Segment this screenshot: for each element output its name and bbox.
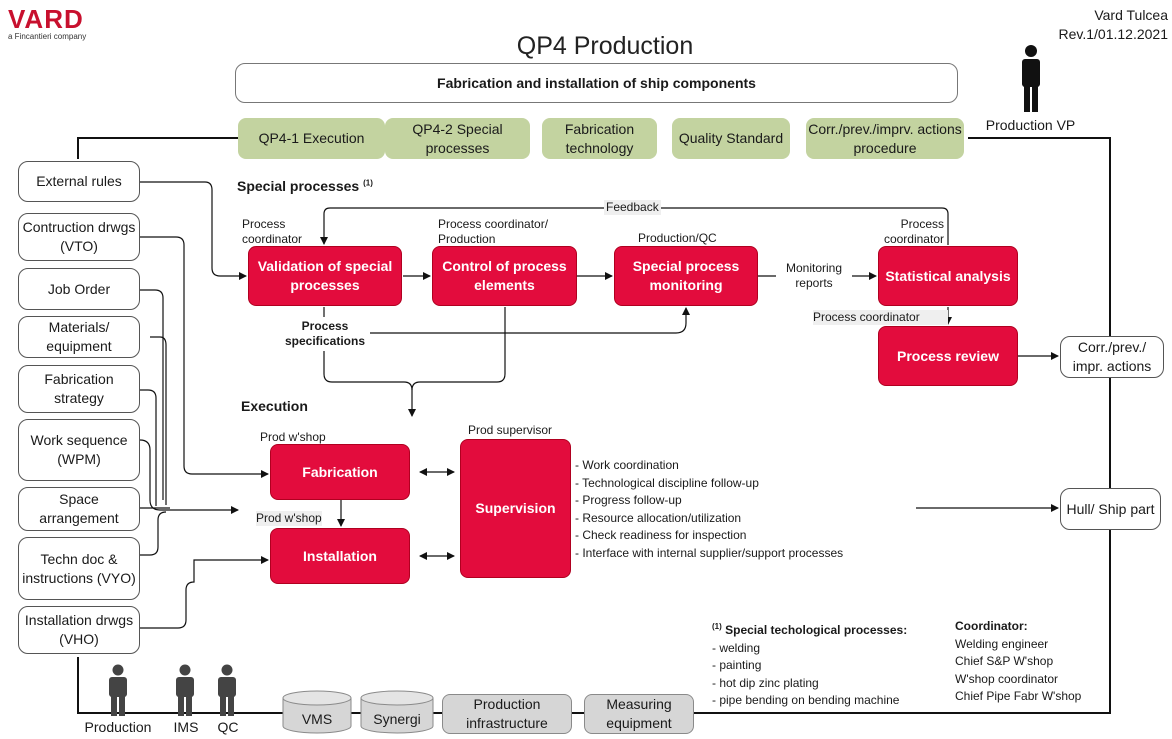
page-title: QP4 Production xyxy=(516,31,694,60)
special-processes-label: Special processes (1) xyxy=(237,178,373,194)
task-item: - Resource allocation/utilization xyxy=(575,510,742,525)
person-icon xyxy=(105,664,131,716)
coordinator-item: W'shop coordinator xyxy=(955,671,1059,686)
role-review: Process coordinator xyxy=(813,310,948,325)
header-meta: Vard Tulcea Rev.1/01.12.2021 xyxy=(960,6,1169,44)
footnote-special-processes: (1) Special techological processes: - we… xyxy=(712,618,947,710)
role-monitoring: Production/QC xyxy=(638,231,717,245)
footnote-item: - pipe bending on bending machine xyxy=(712,693,900,707)
footnote-coordinators: Coordinator: Welding engineer Chief S&P … xyxy=(955,618,1115,706)
output-corrective-actions: Corr./prev./ impr. actions xyxy=(1060,336,1164,378)
role-control: Process coordinator/ Production xyxy=(438,217,549,246)
task-item: - Interface with internal supplier/suppo… xyxy=(575,545,844,560)
input-job-order: Job Order xyxy=(18,268,140,310)
task-item: - Progress follow-up xyxy=(575,493,682,507)
execution-label: Execution xyxy=(241,398,308,414)
feedback-label: Feedback xyxy=(604,200,661,215)
vard-logo: VARD a Fincantieri company xyxy=(8,4,118,41)
role-supervision: Prod supervisor xyxy=(468,423,553,437)
output-hull-ship-part: Hull/ Ship part xyxy=(1060,488,1161,530)
footnote-item: - painting xyxy=(712,658,762,672)
input-external-rules: External rules xyxy=(18,161,140,202)
task-item: - Work coordination xyxy=(575,458,679,472)
resource-production-infrastructure: Production infrastructure xyxy=(442,694,572,734)
input-technical-documentation: Techn doc & instructions (VYO) xyxy=(18,537,140,600)
coordinator-item: Welding engineer xyxy=(955,636,1049,651)
role-fabrication: Prod w'shop xyxy=(260,430,326,444)
task-item: - Check readiness for inspection xyxy=(575,528,747,542)
input-work-sequence: Work sequence (WPM) xyxy=(18,419,140,481)
resource-measuring-equipment: Measuring equipment xyxy=(584,694,694,734)
database-icon xyxy=(360,690,434,734)
reference-fabrication-technology: Fabrication technology xyxy=(542,118,657,159)
site-name: Vard Tulcea xyxy=(1094,7,1168,23)
supervision-box: Supervision xyxy=(460,439,571,578)
database-icon xyxy=(282,690,352,734)
supervision-tasks: - Work coordination - Technological disc… xyxy=(575,457,843,562)
person-icon xyxy=(172,664,198,716)
footnote-item: - hot dip zinc plating xyxy=(712,675,819,690)
footnote-item: - welding xyxy=(712,640,761,655)
validation-box: Validation of special processes xyxy=(248,246,402,306)
monitoring-box: Special process monitoring xyxy=(614,246,758,306)
input-construction-drawings: Contruction drwgs (VTO) xyxy=(18,213,140,261)
logo-subtitle: a Fincantieri company xyxy=(8,32,87,41)
scope-banner: Fabrication and installation of ship com… xyxy=(235,63,958,103)
reference-qp4-2: QP4-2 Special processes xyxy=(385,118,530,159)
role-statistical: Process coordinator xyxy=(883,217,944,246)
input-materials-equipment: Materials/ equipment xyxy=(18,316,140,358)
reference-corrective-actions: Corr./prev./imprv. actions procedure xyxy=(806,118,964,159)
special-processes-footnote-ref: (1) xyxy=(363,178,373,188)
reference-qp4-1: QP4-1 Execution xyxy=(238,118,385,159)
footnote-ref: (1) xyxy=(712,622,722,631)
special-processes-title: Special processes xyxy=(237,178,360,194)
role-ims: IMS xyxy=(168,717,204,737)
logo-text: VARD xyxy=(8,4,84,34)
control-box: Control of process elements xyxy=(432,246,577,306)
input-space-arrangement: Space arrangement xyxy=(18,487,140,531)
resource-synergi: Synergi xyxy=(373,711,421,727)
fabrication-box: Fabrication xyxy=(270,444,410,500)
footnote-heading: Special techological processes: xyxy=(725,623,908,637)
specs-label: Process specifications xyxy=(280,317,370,351)
input-installation-drawings: Installation drwgs (VHO) xyxy=(18,606,140,654)
reference-quality-standard: Quality Standard xyxy=(672,118,790,159)
reports-label: Monitoring reports xyxy=(776,260,852,292)
role-validation: Process coordinator xyxy=(242,217,303,246)
task-item: - Technological discipline follow-up xyxy=(575,475,759,490)
role-production: Production xyxy=(74,717,162,737)
person-icon xyxy=(1018,44,1044,114)
input-fabrication-strategy: Fabrication strategy xyxy=(18,365,140,413)
person-icon xyxy=(214,664,240,716)
role-installation: Prod w'shop xyxy=(256,511,322,526)
review-box: Process review xyxy=(878,326,1018,386)
coordinator-heading: Coordinator: xyxy=(955,619,1028,633)
coordinator-item: Chief Pipe Fabr W'shop xyxy=(955,689,1082,703)
role-qc: QC xyxy=(210,717,246,737)
statistical-box: Statistical analysis xyxy=(878,246,1018,306)
resource-vms: VMS xyxy=(301,711,333,727)
role-production-vp: Production VP xyxy=(985,117,1076,133)
coordinator-item: Chief S&P W'shop xyxy=(955,654,1054,668)
revision: Rev.1/01.12.2021 xyxy=(1058,26,1169,42)
installation-box: Installation xyxy=(270,528,410,584)
